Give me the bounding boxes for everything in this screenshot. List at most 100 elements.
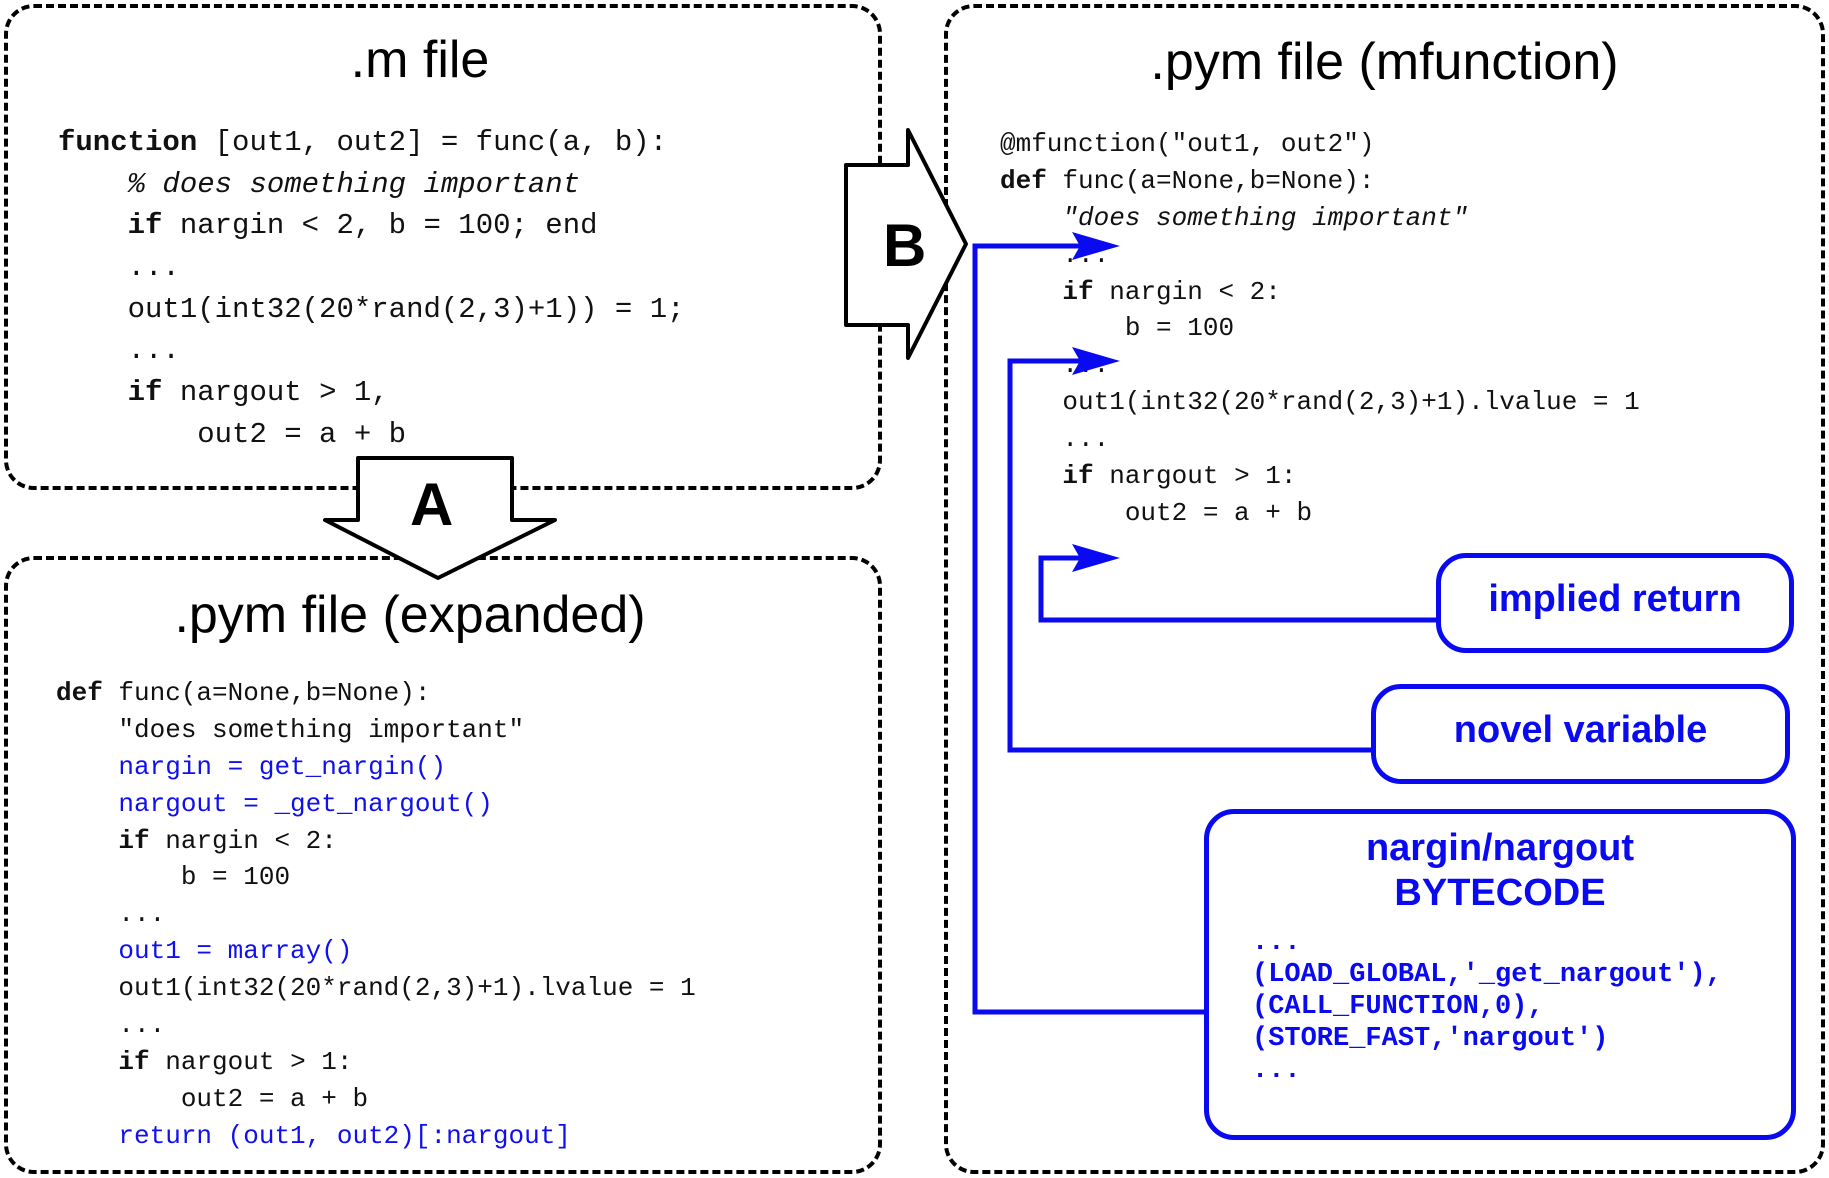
arrow-b	[844, 128, 968, 360]
code-token: out2 = a + b	[197, 417, 407, 451]
arrowhead-1	[1072, 232, 1120, 260]
pym-expanded-code: def func(a=None,b=None): "does something…	[56, 675, 696, 1155]
pym-expanded-title: .pym file (expanded)	[174, 586, 646, 644]
arrowhead-3	[1072, 544, 1120, 572]
bytecode-title-1: nargin/nargout	[1365, 827, 1635, 869]
arrow-a-label: A	[410, 471, 453, 538]
code-token: nargout > 1,	[162, 376, 389, 410]
code-line: b = 100	[1000, 310, 1640, 347]
code-line: ...	[58, 247, 685, 289]
code-token: ...	[127, 251, 180, 285]
code-token: nargin = get_nargin()	[118, 751, 447, 782]
pym-mfunction-title: .pym file (mfunction)	[1150, 33, 1619, 91]
code-line: out1 = marray()	[56, 933, 696, 970]
code-line: "does something important"	[56, 712, 696, 749]
code-line: out1(int32(20*rand(2,3)+1)) = 1;	[58, 289, 685, 331]
code-token: nargin < 2:	[1093, 276, 1281, 307]
code-line: if nargout > 1:	[1000, 458, 1640, 495]
code-line: ...	[58, 330, 685, 372]
code-token: out2 = a + b	[1124, 497, 1313, 528]
code-token: if	[118, 825, 150, 856]
code-token: out1(int32(20*rand(2,3)+1)) = 1;	[127, 292, 685, 326]
code-token: if	[127, 209, 163, 243]
code-token: out1 = marray()	[118, 936, 353, 967]
code-token: func(a=None,b=None):	[102, 678, 431, 708]
code-token: def	[56, 678, 103, 708]
m-file-title: .m file	[350, 31, 490, 89]
code-line: return (out1, out2)[:nargout]	[56, 1118, 696, 1155]
bytecode-line: ...	[1252, 1056, 1301, 1086]
code-token: ...	[118, 1010, 166, 1041]
code-line: def func(a=None,b=None):	[56, 675, 696, 712]
code-token: nargin < 2, b = 100; end	[162, 209, 598, 243]
arrow-a	[323, 456, 557, 580]
code-token: out1(int32(20*rand(2,3)+1).lvalue = 1	[1062, 387, 1640, 418]
bytecode-lines: ...(LOAD_GLOBAL,'_get_nargout'),(CALL_FU…	[1252, 927, 1722, 1087]
code-token: if	[1062, 276, 1094, 307]
m-file-code: function [out1, out2] = func(a, b): % do…	[58, 122, 685, 456]
code-line: nargout = _get_nargout()	[56, 786, 696, 823]
implied-return-connector	[1038, 555, 1437, 623]
arrowhead-2	[1072, 347, 1120, 375]
code-line: out2 = a + b	[56, 1081, 696, 1118]
code-line: b = 100	[56, 859, 696, 896]
code-line: if nargout > 1,	[58, 372, 685, 414]
code-line: ...	[1000, 421, 1640, 458]
code-token: ...	[118, 899, 166, 930]
code-line: out2 = a + b	[58, 414, 685, 456]
code-line: if nargin < 2:	[56, 823, 696, 860]
novel-variable-connector	[1007, 358, 1372, 753]
code-token: b = 100	[180, 862, 291, 893]
code-token: if	[1062, 461, 1094, 492]
bytecode-title-2: BYTECODE	[1394, 872, 1606, 914]
code-token: b = 100	[1124, 313, 1235, 344]
code-token: out2 = a + b	[180, 1083, 369, 1114]
bytecode-line: (STORE_FAST,'nargout')	[1252, 1024, 1609, 1054]
code-line: out2 = a + b	[1000, 495, 1640, 532]
code-token: @mfunction("out1, out2")	[1000, 129, 1375, 159]
code-token: "does something important"	[118, 714, 525, 745]
code-token: return (out1, out2)[:nargout]	[118, 1120, 571, 1151]
code-line: @mfunction("out1, out2")	[1000, 126, 1640, 163]
bytecode-line: (CALL_FUNCTION,0),	[1252, 992, 1544, 1022]
code-token: "does something important"	[1062, 202, 1469, 233]
novel-variable-callout	[1371, 684, 1790, 784]
m-file-panel	[4, 4, 882, 490]
code-line: ...	[56, 896, 696, 933]
code-line: nargin = get_nargin()	[56, 749, 696, 786]
code-line: if nargin < 2, b = 100; end	[58, 205, 685, 247]
code-token: if	[118, 1046, 150, 1077]
code-line: if nargout > 1:	[56, 1044, 696, 1081]
code-token: func(a=None,b=None):	[1046, 165, 1375, 196]
code-token: if	[127, 376, 163, 410]
code-line: if nargin < 2:	[1000, 274, 1640, 311]
code-token: out1(int32(20*rand(2,3)+1).lvalue = 1	[118, 973, 696, 1004]
code-token: ...	[1062, 424, 1110, 455]
pym-mfunction-code: @mfunction("out1, out2") def func(a=None,…	[1000, 126, 1640, 532]
pym-expanded-panel	[4, 556, 882, 1174]
code-token: % does something important	[127, 167, 581, 201]
code-token: ...	[127, 334, 180, 368]
code-line: out1(int32(20*rand(2,3)+1).lvalue = 1	[56, 970, 696, 1007]
bytecode-callout	[1204, 809, 1796, 1140]
code-line: def func(a=None,b=None):	[1000, 163, 1640, 200]
code-line: % does something important	[58, 164, 685, 206]
code-token: nargout > 1:	[1093, 461, 1297, 492]
code-token: [out1, out2] = func(a, b):	[197, 126, 668, 159]
code-token: nargout > 1:	[149, 1046, 353, 1077]
code-token: function	[58, 126, 198, 159]
code-line: ...	[56, 1007, 696, 1044]
bytecode-line: ...	[1252, 928, 1301, 958]
novel-variable-label: novel variable	[1453, 709, 1708, 751]
arrow-b-label: B	[883, 212, 926, 279]
bytecode-connector	[972, 243, 1205, 1015]
code-token: nargin < 2:	[149, 825, 337, 856]
code-line: out1(int32(20*rand(2,3)+1).lvalue = 1	[1000, 384, 1640, 421]
code-line: "does something important"	[1000, 200, 1640, 237]
code-token: def	[1000, 165, 1047, 196]
implied-return-label: implied return	[1488, 578, 1742, 620]
code-line: function [out1, out2] = func(a, b):	[58, 122, 685, 164]
code-token: nargout = _get_nargout()	[118, 788, 493, 819]
bytecode-line: (LOAD_GLOBAL,'_get_nargout'),	[1252, 960, 1722, 990]
